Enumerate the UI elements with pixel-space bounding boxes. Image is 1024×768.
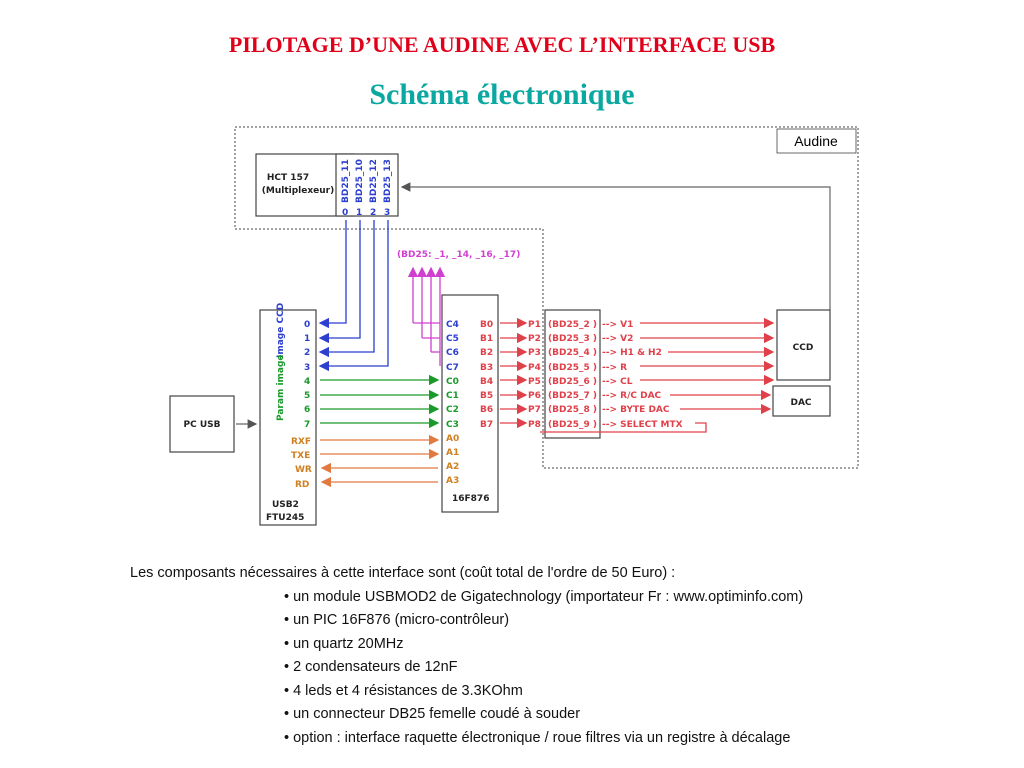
signal-h1h2: --> H1 & H2 [602,348,662,358]
component-item: option : interface raquette électronique… [284,727,803,751]
hct-input-3: BD25_13 [383,159,393,203]
pic-pin-c0: C0 [446,377,459,387]
usb-pin-5: 5 [304,391,310,401]
usb-name-2: FTU245 [266,513,304,523]
usb-ctrl-txe: TXE [291,451,310,461]
db25-pin-2: (BD25_2 ) [548,320,597,330]
usb-pin-7: 7 [304,420,310,430]
pic-pin-c6: C6 [446,348,459,358]
signal-v2: --> V2 [602,334,633,344]
port-p6: P6 [528,391,541,401]
hct-title: HCT 157 [267,173,309,183]
port-p3: P3 [528,348,541,358]
hct-num-2: 2 [370,208,376,218]
page-subtitle: Schéma électronique [369,78,635,111]
signal-select-mtx: --> SELECT MTX [602,420,683,430]
db25-pin-6: (BD25_6 ) [548,377,597,387]
port-p8: P8 [528,420,541,430]
usb-ctrl-rxf: RXF [291,437,311,447]
pic-pin-c1: C1 [446,391,459,401]
bd-group-label: (BD25: _1, _14, _16, _17) [397,250,520,260]
signal-rc-dac: --> R/C DAC [602,391,662,401]
pic-pin-a3: A3 [446,476,459,486]
db25-pin-3: (BD25_3 ) [548,334,597,344]
component-item: un quartz 20MHz [284,633,803,657]
usb-pin-0: 0 [304,320,310,330]
pic-16f876: C4 C5 C6 C7 C0 C1 C2 C3 A0 A1 A2 A3 B0 B… [441,294,499,513]
pc-usb-block: PC USB [169,395,235,453]
component-item: un PIC 16F876 (micro-contrôleur) [284,609,803,633]
hct-input-0: BD25_11 [341,159,351,203]
usb-param-image: Param image [276,354,286,421]
pic-pin-a0: A0 [446,434,459,444]
hct-num-3: 3 [384,208,390,218]
db25-pin-8: (BD25_8 ) [548,405,597,415]
page-title: PILOTAGE D’UNE AUDINE AVEC L’INTERFACE U… [228,32,776,57]
port-p7: P7 [528,405,541,415]
signal-byte-dac: --> BYTE DAC [602,405,670,415]
components-list: un module USBMOD2 de Gigatechnology (imp… [130,586,803,751]
usb-ctrl-rd: RD [295,480,309,490]
usb-ctrl-wr: WR [295,465,312,475]
port-p2: P2 [528,334,541,344]
pic-pin-b5: B5 [480,391,493,401]
port-p4: P4 [528,363,541,373]
audine-label: Audine [794,133,838,149]
signal-r: --> R [602,363,627,373]
components-caption: Les composants nécessaires à cette inter… [130,562,803,750]
usb-pin-6: 6 [304,405,310,415]
pic-pin-b0: B0 [480,320,493,330]
db25-pin-9: (BD25_9 ) [548,420,597,430]
usb-image-ccd: Image CCD [276,303,286,358]
db25-pin-4: (BD25_4 ) [548,348,597,358]
hct-num-1: 1 [356,208,362,218]
pic-pin-a1: A1 [446,448,459,458]
pic-pin-a2: A2 [446,462,459,472]
dac-label: DAC [790,398,811,408]
signal-v1: --> V1 [602,320,633,330]
ccd-label: CCD [793,343,814,353]
audine-outline [234,126,859,469]
ccd-block: CCD [776,309,831,381]
pic-pin-b3: B3 [480,363,493,373]
hct-num-0: 0 [342,208,348,218]
hct-input-1: BD25_10 [355,159,365,203]
caption-intro: Les composants nécessaires à cette inter… [130,565,676,581]
hct-input-2: BD25_12 [369,159,379,203]
hct157-block: HCT 157 (Multiplexeur) BD25_11 BD25_10 B… [255,153,399,218]
pic-pin-b7: B7 [480,420,493,430]
db25-pin-5: (BD25_5 ) [548,363,597,373]
component-item: un module USBMOD2 de Gigatechnology (imp… [284,586,803,610]
usb-pin-4: 4 [304,377,310,387]
pic-pin-c4: C4 [446,320,459,330]
usb-pin-3: 3 [304,363,310,373]
pic-name: 16F876 [452,494,489,504]
pic-pin-c7: C7 [446,363,459,373]
pic-pin-c3: C3 [446,420,459,430]
port-p1: P1 [528,320,541,330]
pic-pin-c5: C5 [446,334,459,344]
usb-pin-1: 1 [304,334,310,344]
dac-block: DAC [772,385,831,417]
pic-pin-b4: B4 [480,377,493,387]
pc-usb-label: PC USB [184,420,221,430]
usb-pin-2: 2 [304,348,310,358]
feedback-wire [400,182,831,310]
db25-pin-7: (BD25_7 ) [548,391,597,401]
pic-pin-b1: B1 [480,334,493,344]
port-p5: P5 [528,377,541,387]
component-item: 4 leds et 4 résistances de 3.3KOhm [284,680,803,704]
pic-pin-b6: B6 [480,405,493,415]
signal-cl: --> CL [602,377,633,387]
hct-subtitle: (Multiplexeur) [262,186,334,196]
usb-name-1: USB2 [272,500,299,510]
pic-pin-c2: C2 [446,405,459,415]
component-item: un connecteur DB25 femelle coudé à soude… [284,703,803,727]
pic-pin-b2: B2 [480,348,493,358]
component-item: 2 condensateurs de 12nF [284,656,803,680]
usb2-module: Image CCD Param image 0 1 2 3 4 5 6 7 RX… [259,303,317,526]
